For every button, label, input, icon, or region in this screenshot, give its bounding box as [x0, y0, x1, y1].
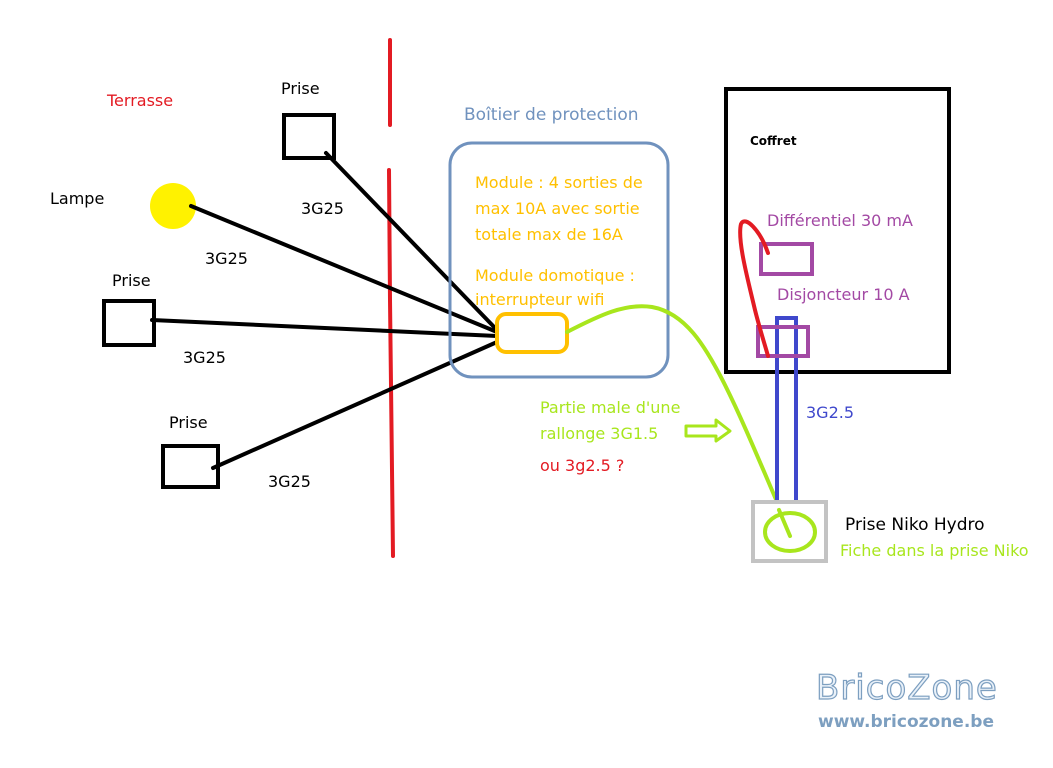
boitier-label: Boîtier de protection [464, 105, 639, 125]
disjoncteur-box [756, 325, 810, 358]
cable-label-lampe: 3G25 [205, 249, 248, 268]
prise-middle-label: Prise [112, 271, 151, 290]
module-sorties-label: Module : 4 sorties de max 10A avec sorti… [475, 173, 643, 244]
cable-coffret-label: 3G2.5 [806, 403, 855, 422]
prise-middle-box [102, 299, 156, 347]
prise-bottom-box [161, 444, 220, 489]
partie-male-label: Partie male d'une rallonge 3G1.5 [540, 398, 681, 443]
lampe-circle [150, 183, 196, 229]
terrasse-label: Terrasse [107, 91, 174, 110]
cable-prise-bottom [211, 340, 499, 470]
prise-bottom-label: Prise [169, 413, 208, 432]
fiche-niko-label: Fiche dans la prise Niko [840, 541, 1029, 560]
disjoncteur-label: Disjoncteur 10 A [777, 285, 910, 304]
fiche-niko-ellipse [763, 511, 817, 553]
cable-lampe [189, 204, 499, 334]
bricozone-url: www.bricozone.be [818, 712, 994, 732]
rallonge-cable-end [777, 508, 792, 538]
rallonge-cable [565, 304, 792, 534]
terrace-boundary-line [387, 38, 395, 558]
arrow-icon [684, 418, 732, 443]
prise-niko-label: Prise Niko Hydro [845, 515, 985, 535]
lampe-label: Lampe [50, 189, 105, 208]
coffret-label: Coffret [750, 134, 797, 148]
cable-label-prise-middle: 3G25 [183, 348, 226, 367]
ou-3g25-label: ou 3g2.5 ? [540, 456, 625, 475]
differentiel-label: Différentiel 30 mA [767, 211, 913, 230]
module-domotique-label: Module domotique : interrupteur wifi [475, 266, 635, 309]
boitier-protection-box [448, 141, 670, 379]
cable-prise-top [324, 151, 499, 332]
bricozone-watermark: BricoZone [815, 667, 998, 708]
module-domotique-box [495, 312, 569, 354]
differentiel-box [759, 242, 814, 276]
prise-top-box [282, 113, 336, 160]
cable-3g25-coffret [775, 316, 798, 505]
cable-label-prise-bottom: 3G25 [268, 472, 311, 491]
coffret-box [724, 87, 951, 374]
prise-top-label: Prise [281, 79, 320, 98]
cable-label-prise-top: 3G25 [301, 199, 344, 218]
cable-prise-middle [150, 318, 499, 338]
red-jumper-wire [738, 219, 770, 358]
